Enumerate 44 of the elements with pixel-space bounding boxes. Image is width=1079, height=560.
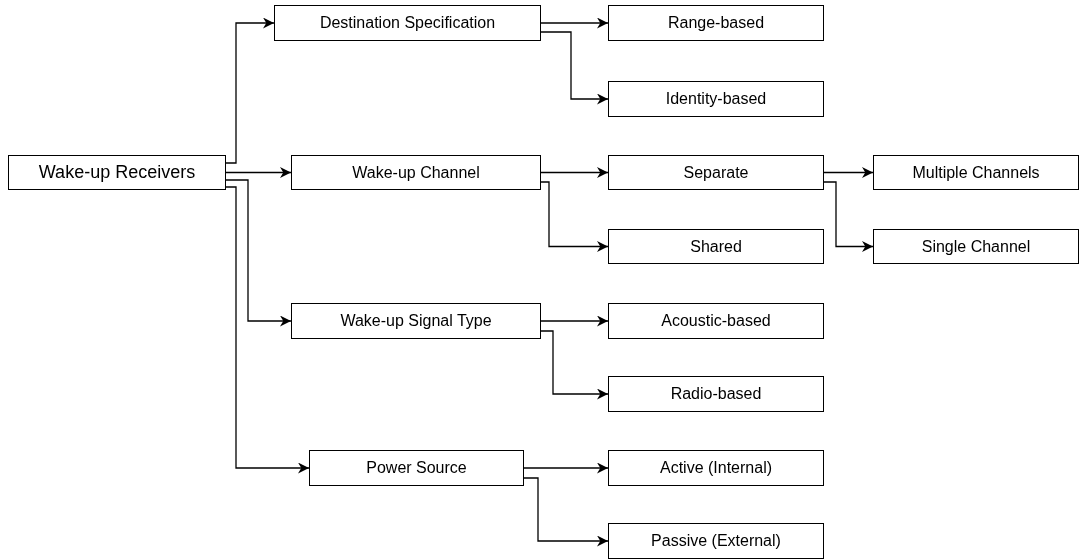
category-box: [608, 376, 824, 412]
arrow: [540, 17, 609, 29]
category-box: [608, 450, 824, 486]
node-label: Separate: [683, 163, 749, 182]
category-box: [291, 303, 541, 339]
arrow: [540, 167, 609, 178]
node-label: Single Channel: [921, 237, 1031, 256]
arrow: [823, 181, 874, 252]
arrow: [523, 477, 609, 547]
node-label: Destination Specification: [319, 14, 496, 32]
category-box: [608, 229, 824, 264]
node-label: Multiple Channels: [912, 163, 1040, 182]
arrow: [225, 186, 310, 474]
arrow: [540, 31, 609, 105]
node-label: Acoustic-based: [661, 312, 771, 330]
category-box: [274, 5, 541, 41]
node-label: Wake-up Channel: [352, 163, 480, 182]
category-box: [608, 523, 824, 559]
node-label: Wake-up Signal Type: [340, 312, 492, 330]
node-label: Range-based: [667, 14, 765, 32]
node-label: Power Source: [366, 459, 467, 477]
arrow: [523, 462, 609, 474]
category-box: [873, 229, 1079, 264]
node-label: Radio-based: [670, 385, 762, 403]
category-box: [873, 155, 1079, 190]
category-box: [309, 450, 524, 486]
category-box: [608, 303, 824, 339]
node-label: Active (Internal): [659, 459, 772, 477]
arrow: [225, 167, 292, 178]
arrow: [823, 167, 874, 178]
arrow: [540, 330, 609, 400]
node-label: Shared: [690, 237, 742, 256]
category-box: [8, 155, 226, 190]
node-label: Passive (External): [651, 532, 781, 550]
arrow: [225, 179, 292, 327]
category-box: [608, 5, 824, 41]
arrow: [540, 181, 609, 252]
node-label: Wake-up Receivers: [38, 162, 196, 183]
node-label: Identity-based: [665, 90, 767, 108]
category-box: [291, 155, 541, 190]
category-box: [608, 81, 824, 117]
arrow: [225, 17, 275, 164]
arrow: [540, 315, 609, 327]
category-box: [608, 155, 824, 190]
